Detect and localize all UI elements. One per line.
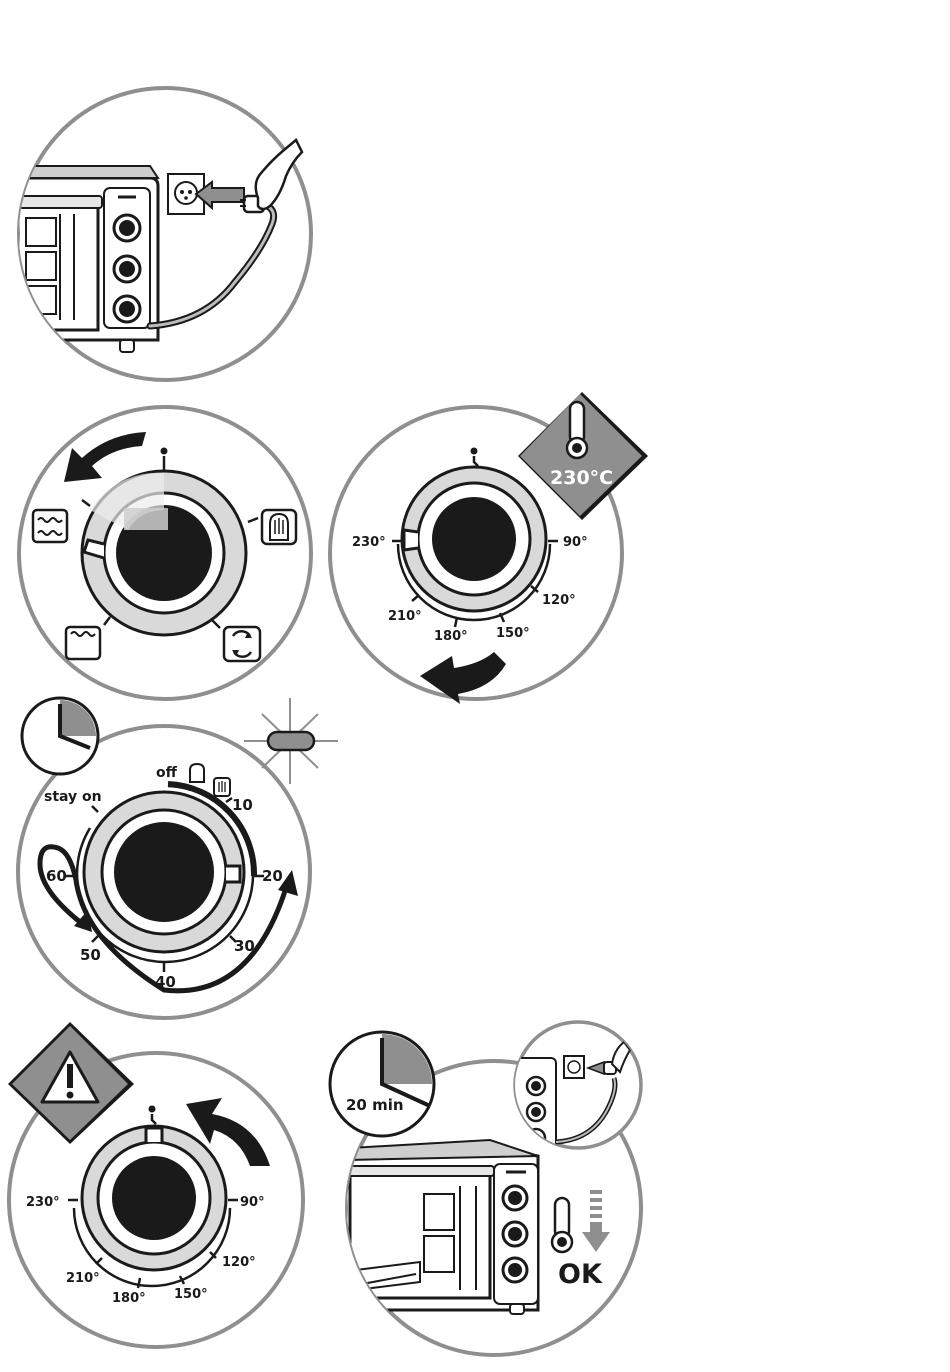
ok-label: OK [558,1259,603,1290]
toast-icon [214,778,230,796]
oven-icon [346,1140,538,1314]
panel-temperature: 230° 210° 180° 150° 120° 90° 230°C [330,392,648,704]
temp-label: 180° [434,629,468,644]
timer-label-stay-on: stay on [44,789,102,805]
temp-label: 230° [26,1195,60,1210]
oven-icon [10,166,158,352]
panel-timer: off stay on 10 20 30 40 50 60 [18,698,338,1018]
bottom-heat-icon [66,627,100,659]
clock-icon: 20 min [330,1032,434,1136]
temp-label: 210° [66,1271,100,1286]
timer-label-20: 20 [262,867,283,885]
temp-label: 150° [174,1287,208,1302]
temp-label: 120° [542,593,576,608]
temp-label: 90° [563,535,588,550]
temp-label: 230° [352,535,386,550]
thermometer-icon [552,1198,572,1252]
timer-label-10: 10 [232,796,253,814]
thermometer-icon [567,402,587,458]
temp-label: 90° [240,1195,265,1210]
temp-label: 210° [388,609,422,624]
top-bottom-heat-icon [262,510,296,544]
timer-knob [84,792,244,952]
convection-icon [224,627,260,661]
mode-knob [82,471,246,635]
timer-label-60: 60 [46,867,67,885]
top-heat-icon [33,510,67,542]
temp-label: 120° [222,1255,256,1270]
timer-label-50: 50 [80,946,101,964]
cool-time-label: 20 min [346,1096,404,1114]
badge-temperature-text: 230°C [550,467,613,489]
timer-label-30: 30 [234,937,255,955]
panel-mode-select [19,407,311,699]
temp-label: 180° [112,1291,146,1306]
panel-plug-in [10,88,311,380]
timer-label-40: 40 [155,973,176,991]
timer-label-off: off [156,765,178,781]
panel-cool-down: 20 min OK [330,1022,641,1355]
temperature-knob [82,1126,226,1270]
temperature-knob [402,467,546,611]
bread-icon [190,764,204,782]
temp-label: 150° [496,626,530,641]
clock-icon [22,698,98,774]
marker-dot [161,448,168,455]
panel-warning: 230° 210° 180° 150° 120° 90° [8,1022,303,1347]
